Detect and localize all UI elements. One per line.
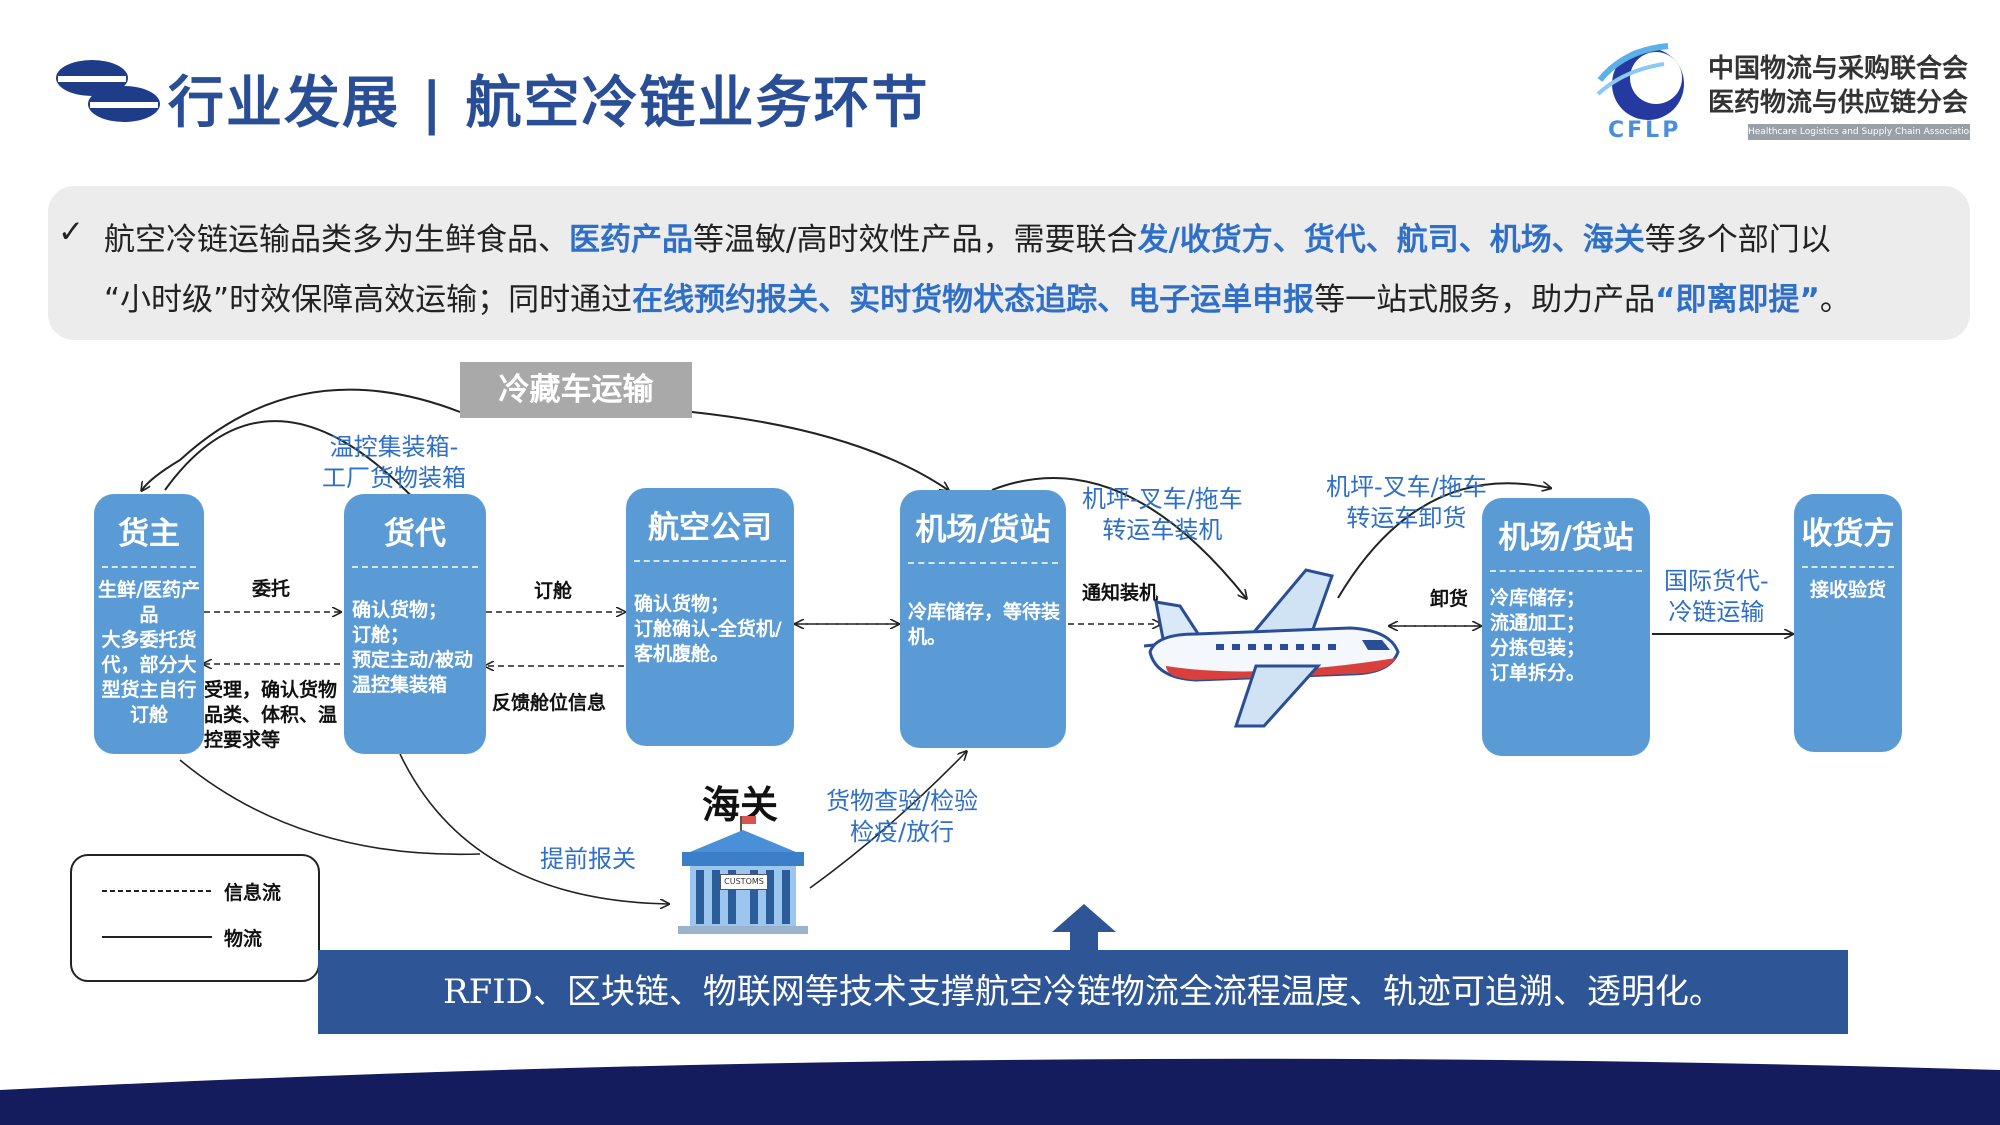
summary-line-2: “小时级”时效保障高效运输；同时通过在线预约报关、实时货物状态追踪、电子运单申报… [104,274,1851,319]
legend-info-label: 信息流 [224,882,282,904]
org-name-english: Healthcare Logistics and Supply Chain As… [1748,124,1970,140]
legend-logistics-label: 物流 [224,928,263,950]
label-load: 机坪-叉车/拖车 转运车装机 [1082,485,1243,544]
node-divider [102,566,196,568]
node-forwarder: 货代 确认货物； 订舱； 预定主动/被动温控集装箱 [344,494,486,754]
shipper-customs-arc [179,759,481,856]
summary-highlight: 发/收货方、货代、航司、机场、海关 [1137,222,1645,258]
node-airline-title: 航空公司 [648,510,772,546]
label-receive: 受理，确认货物品类、体积、温控要求等 [204,679,338,751]
node-airport-dest: 机场/货站 冷库储存； 流通加工； 分拣包装； 订单拆分。 [1482,498,1650,756]
node-shipper: 货主 生鲜/医药产品 大多委托货代，部分大型货主自行订舱 [94,494,204,754]
legend-solid-line [102,936,212,938]
summary-text: 航空冷链运输品类多为生鲜食品、 [104,222,569,258]
airplane-icon [1143,568,1400,728]
reefer-truck-label: 冷藏车运输 [460,362,692,418]
label-entrust: 委托 [252,578,291,600]
label-inspect: 货物查验/检验 检疫/放行 [826,787,979,846]
check-icon: ✓ [58,214,84,250]
declare-arc [399,753,668,904]
plane-load-arc [991,477,1246,598]
org-name-line2: 医药物流与供应链分会 [1708,88,1969,118]
node-airport-dest-title: 机场/货站 [1498,520,1634,556]
inspect-arc [809,752,966,889]
summary-line-1: 航空冷链运输品类多为生鲜食品、医药产品等温敏/高时效性产品，需要联合发/收货方、… [104,214,1831,259]
plane-unload-arc [1337,483,1550,599]
summary-highlight: “即离即提” [1655,282,1820,318]
container-arc [164,420,421,506]
label-unload-transfer: 机坪-叉车/拖车 转运车卸货 [1326,473,1487,532]
node-shipper-title: 货主 [118,516,180,552]
node-consignee: 收货方 接收验货 [1794,494,1902,752]
header-pill-icon [56,60,160,122]
summary-text: 。 [1819,282,1851,318]
node-airline: 航空公司 确认货物； 订舱确认-全货机/客机腹舱。 [626,488,794,746]
summary-text: “小时级”时效保障高效运输；同时通过 [104,282,633,318]
up-arrow-icon [1052,904,1116,952]
node-divider [1802,566,1894,568]
summary-text: 等温敏/高时效性产品，需要联合 [693,222,1138,258]
page-title: 行业发展 | 航空冷链业务环节 [168,71,930,136]
label-intl-forwarding: 国际货代- 冷链运输 [1664,567,1769,626]
customs-sign: CUSTOMS [720,874,768,890]
summary-box: ✓ 航空冷链运输品类多为生鲜食品、医药产品等温敏/高时效性产品，需要联合发/收货… [48,186,1970,340]
label-declare: 提前报关 [540,845,636,873]
node-airline-body: 确认货物； 订舱确认-全货机/客机腹舱。 [634,593,782,665]
node-consignee-title: 收货方 [1801,516,1895,552]
node-airport-dest-body: 冷库储存； 流通加工； 分拣包装； 订单拆分。 [1490,587,1586,684]
org-name-line1: 中国物流与采购联合会 [1708,54,1969,84]
technology-banner: RFID、区块链、物联网等技术支撑航空冷链物流全流程温度、轨迹可追溯、透明化。 [318,950,1848,1034]
legend-dashed-line [102,890,212,892]
node-divider [352,566,478,568]
label-book: 订舱 [534,580,573,602]
node-consignee-body: 接收验货 [1809,579,1886,601]
node-shipper-body: 生鲜/医药产品 大多委托货代，部分大型货主自行订舱 [98,579,200,726]
label-feedback: 反馈舱位信息 [492,692,607,714]
summary-text: 等多个部门以 [1644,222,1831,258]
label-unload: 卸货 [1430,588,1469,610]
node-airport-origin-body: 冷库储存，等待装机。 [908,601,1061,648]
node-forwarder-body: 确认货物； 订舱； 预定主动/被动温控集装箱 [352,599,473,696]
reefer-arc-to-shipper [142,388,461,490]
footer-wave [0,1058,2000,1125]
node-divider [1490,570,1642,572]
summary-highlight: 医药产品 [569,222,693,258]
cflp-logo-icon [1596,43,1684,120]
summary-text: 等一站式服务，助力产品 [1314,282,1656,318]
node-divider [908,562,1058,564]
label-notify: 通知装机 [1082,582,1159,604]
node-divider [634,560,786,562]
legend-box: 信息流 物流 [70,854,320,982]
node-forwarder-title: 货代 [384,516,446,552]
label-container: 温控集装箱- 工厂货物装箱 [322,433,466,492]
cflp-logo-text: CFLP [1608,118,1682,143]
node-airport-origin-title: 机场/货站 [915,512,1051,548]
summary-highlight: 在线预约报关、实时货物状态追踪、电子运单申报 [632,282,1315,318]
reefer-arc-to-airport [691,411,948,490]
node-airport-origin: 机场/货站 冷库储存，等待装机。 [900,490,1066,748]
